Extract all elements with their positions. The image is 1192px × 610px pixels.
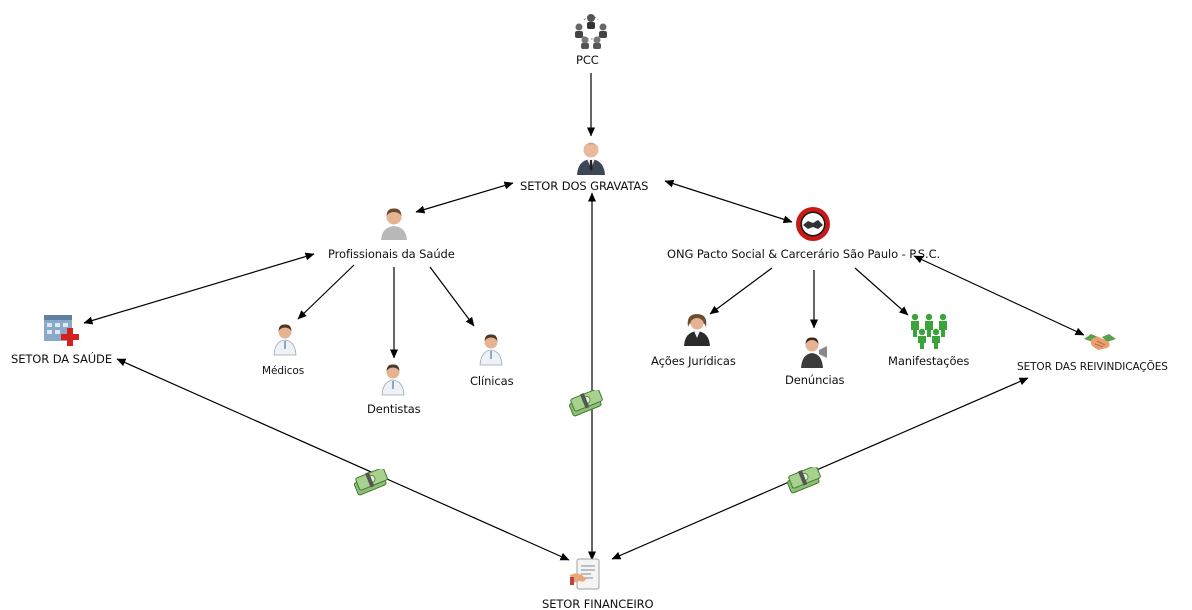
lawyer-icon — [684, 314, 710, 346]
node-label-pcc: PCC — [576, 53, 599, 67]
edge-ong-reivindicacoes — [913, 255, 1085, 336]
edge-profissionais-clinicas — [429, 266, 475, 327]
node-label-ong: ONG Pacto Social & Carcerário São Paulo … — [667, 247, 941, 261]
node-label-medicos: Médicos — [262, 365, 305, 377]
node-label-profissionais: Profissionais da Saúde — [328, 247, 455, 261]
edge-gravatas-ong — [664, 179, 793, 224]
node-label-saude: SETOR DA SAÚDE — [11, 352, 112, 366]
node-label-financeiro: SETOR FINANCEIRO — [542, 597, 654, 610]
payment-icon — [570, 558, 600, 590]
doctor-icon — [479, 334, 503, 366]
money-icon — [787, 467, 821, 494]
node-label-acoes: Ações Jurídicas — [651, 354, 736, 368]
crowd-icon — [911, 313, 947, 349]
edge-profissionais-saude — [83, 252, 315, 325]
handshake-icon — [1084, 334, 1116, 350]
speaker-icon — [801, 337, 827, 368]
edge-ong-manifestacoes — [854, 267, 909, 316]
money-icon — [569, 390, 603, 417]
edge-profissionais-medicos — [297, 264, 355, 320]
node-label-reivindicacoes: SETOR DAS REIVINDICAÇÕES — [1017, 361, 1168, 373]
doctor-icon — [273, 324, 297, 356]
edge-saude-financeiro — [116, 358, 570, 561]
edge-reivindicacoes-financeiro — [611, 377, 1029, 560]
node-label-gravatas: SETOR DOS GRAVATAS — [520, 179, 649, 193]
node-label-dentistas: Dentistas — [367, 402, 421, 416]
node-label-denuncias: Denúncias — [785, 373, 845, 387]
node-label-clinicas: Clínicas — [470, 374, 514, 388]
edge-ong-acoes — [709, 267, 773, 315]
group-network-icon — [575, 14, 607, 49]
hospital-icon — [44, 315, 79, 346]
doctor-icon — [381, 364, 405, 396]
edge-gravatas-profissionais — [415, 181, 514, 214]
handshake-seal-icon — [796, 207, 830, 241]
person-icon — [381, 208, 407, 240]
money-icon — [354, 469, 388, 496]
node-label-manifestacoes: Manifestações — [888, 354, 970, 368]
businessman-icon — [577, 142, 605, 175]
